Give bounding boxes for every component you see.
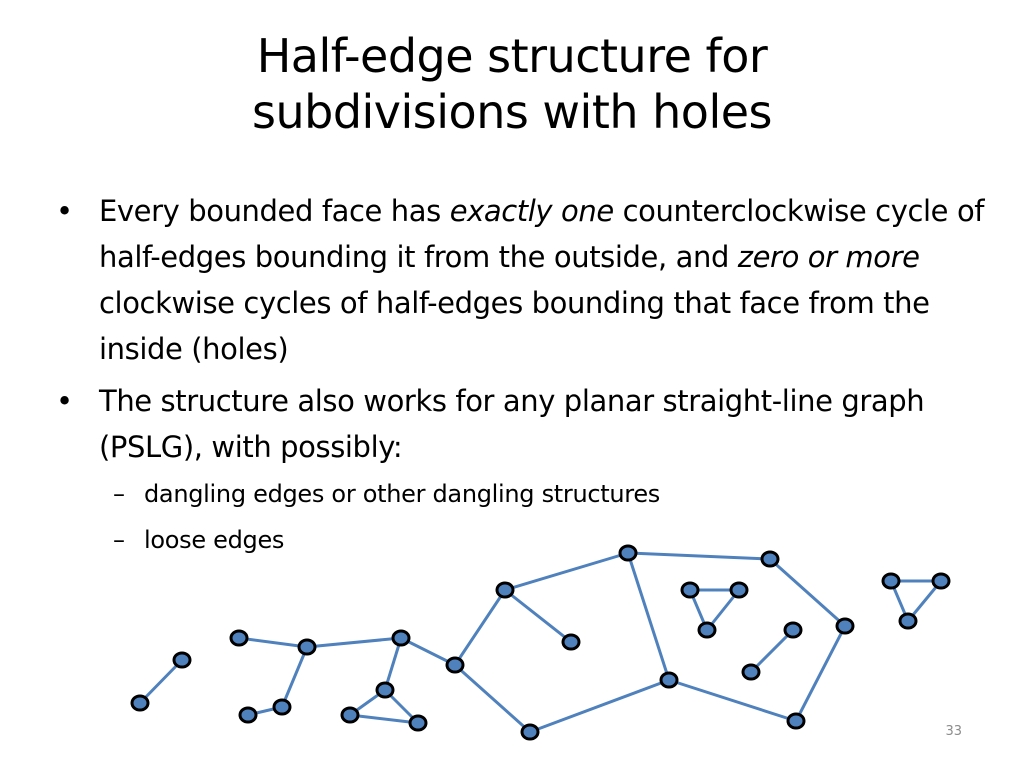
graph-edge: [453, 589, 507, 666]
graph-vertex: [561, 633, 581, 651]
sub-list: – dangling edges or other dangling struc…: [99, 474, 986, 560]
graph-edge: [627, 551, 771, 561]
graph-vertices: [130, 544, 951, 741]
sub-item-loose-edges: – loose edges: [99, 520, 986, 560]
graph-edge: [504, 551, 629, 592]
graph-vertex: [445, 656, 465, 674]
bullet-icon: •: [56, 194, 73, 228]
graph-edge: [454, 663, 531, 734]
graph-vertex: [931, 572, 951, 590]
graph-vertex: [272, 698, 292, 716]
bullet-list: • Every bounded face has exactly one cou…: [56, 188, 986, 566]
graph-edge: [238, 636, 308, 649]
graph-edge: [769, 557, 846, 628]
graph-vertex: [659, 671, 679, 689]
graph-vertex: [760, 550, 780, 568]
bullet-1-text-a: Every bounded face has: [99, 194, 450, 228]
title-line-2: subdivisions with holes: [252, 85, 773, 139]
graph-vertex: [783, 621, 803, 639]
bullet-icon: •: [56, 384, 73, 418]
graph-vertex: [741, 663, 761, 681]
graph-vertex: [729, 581, 749, 599]
graph-edge: [349, 713, 419, 725]
graph-vertex: [697, 621, 717, 639]
slide-number: 33: [945, 724, 962, 739]
graph-edge: [138, 658, 184, 705]
graph-vertex: [130, 694, 150, 712]
graph-edge: [280, 646, 309, 708]
graph-vertex: [786, 712, 806, 730]
graph-vertex: [680, 581, 700, 599]
title-line-1: Half-edge structure for: [256, 29, 768, 83]
graph-edge: [400, 636, 456, 667]
graph-vertex: [229, 629, 249, 647]
dash-icon: –: [113, 526, 125, 554]
sub-item-text: dangling edges or other dangling structu…: [144, 480, 660, 508]
graph-edge: [749, 628, 795, 674]
graph-vertex: [881, 572, 901, 590]
graph-vertex: [340, 706, 360, 724]
graph-edge: [383, 637, 403, 691]
bullet-1-emphasis-exactly-one: exactly one: [449, 194, 614, 228]
sub-item-text: loose edges: [144, 526, 285, 554]
sub-item-dangling-edges: – dangling edges or other dangling struc…: [99, 474, 986, 514]
graph-vertex: [238, 706, 258, 724]
graph-edge: [529, 678, 670, 734]
bullet-1-text-c: clockwise cycles of half-edges bounding …: [99, 286, 930, 366]
graph-vertex: [495, 581, 515, 599]
graph-edge: [794, 625, 847, 722]
graph-vertex: [520, 723, 540, 741]
bullet-1-text-b: counterclockwise cycle of half-edges bou…: [99, 194, 985, 274]
graph-vertex: [898, 612, 918, 630]
slide-title: Half-edge structure for subdivisions wit…: [0, 28, 1024, 140]
bullet-2-text: The structure also works for any planar …: [99, 384, 925, 464]
graph-edge: [306, 636, 402, 649]
dash-icon: –: [113, 480, 125, 508]
graph-vertex: [618, 544, 638, 562]
graph-vertex: [408, 714, 428, 732]
graph-vertex: [375, 681, 395, 699]
graph-vertex: [835, 617, 855, 635]
bullet-1-emphasis-zero-or-more: zero or more: [737, 240, 920, 274]
graph-edge: [626, 552, 671, 681]
graph-edges: [138, 551, 943, 734]
bullet-item-pslg: • The structure also works for any plana…: [56, 378, 986, 560]
graph-edge: [668, 678, 797, 723]
graph-vertex: [297, 638, 317, 656]
bullet-item-bounded-face: • Every bounded face has exactly one cou…: [56, 188, 986, 372]
graph-edge: [504, 588, 572, 644]
graph-vertex: [172, 651, 192, 669]
graph-vertex: [391, 629, 411, 647]
